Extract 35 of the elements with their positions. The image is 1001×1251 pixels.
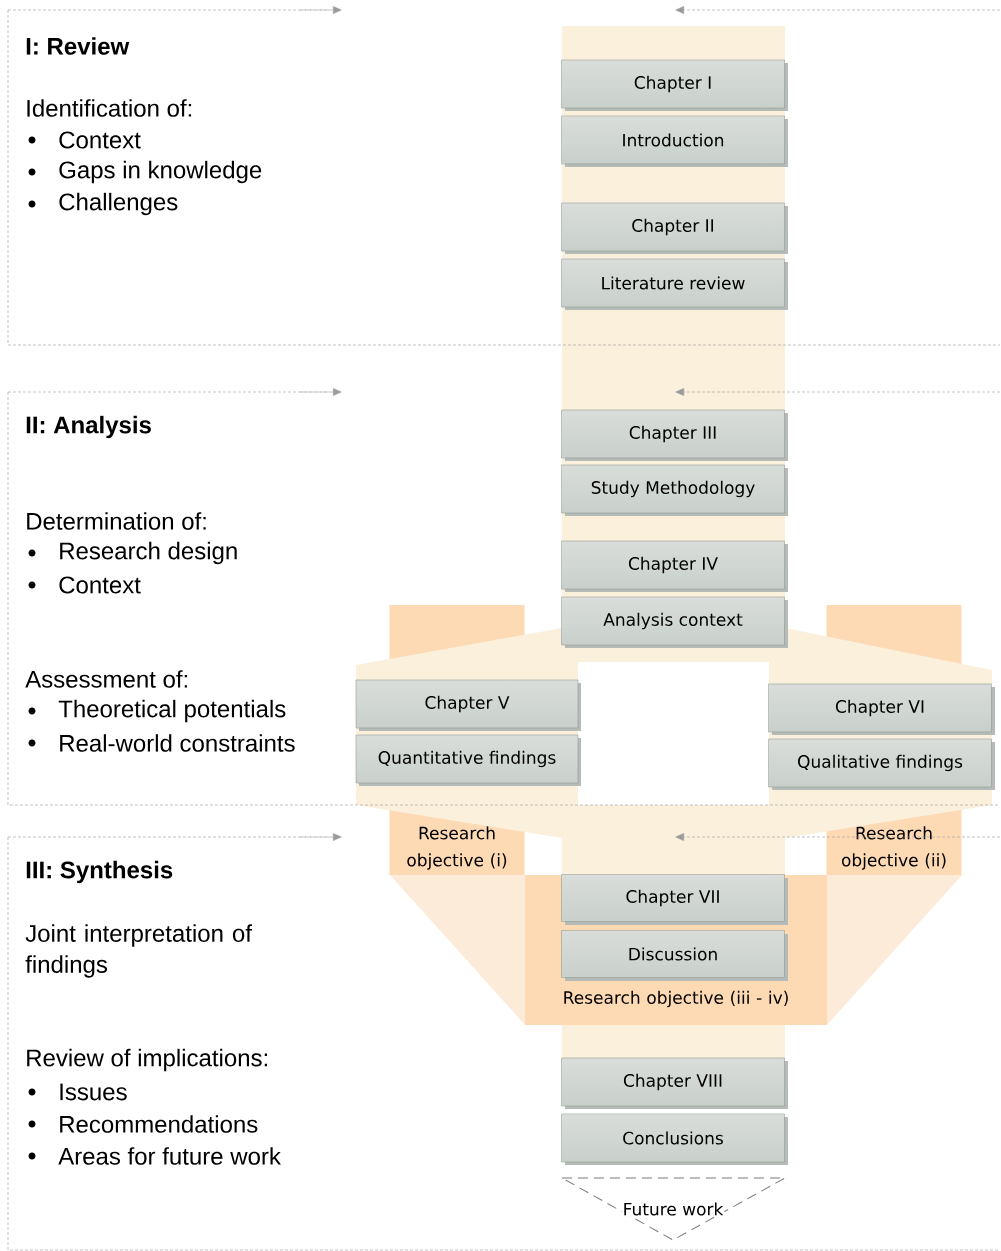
chapter-box: Chapter VII: [561, 874, 788, 925]
panel-title: II: Analysis: [26, 415, 151, 439]
chapter-box: Chapter II: [561, 202, 788, 254]
chapter-box: Chapter I: [561, 59, 788, 111]
list-item: Gaps in knowledge: [59, 160, 262, 184]
list-item: Real-world constraints: [60, 734, 295, 752]
list-item: Theoretical potentials: [58, 699, 286, 723]
chapter-box: Discussion: [561, 930, 788, 981]
list-item: Context: [59, 131, 141, 149]
list-item: Areas for future work: [58, 1147, 281, 1165]
chapter-box: Chapter VIII: [561, 1057, 788, 1109]
panel-text: Assessment of:: [25, 670, 188, 688]
list-item: Research design: [60, 541, 237, 565]
chapter-box: Analysis context: [561, 596, 788, 648]
panel-title: I: Review: [26, 37, 130, 55]
chapter-box: Chapter V: [355, 679, 581, 731]
list-item: Recommendations: [60, 1115, 258, 1133]
panel-text: Identification of:: [27, 99, 192, 117]
panel-text: Determination of:: [27, 512, 206, 530]
panel-text: Review of implications:: [27, 1048, 268, 1072]
chapter-box: Quantitative findings: [355, 734, 581, 786]
chapter-box: Chapter VI: [768, 683, 995, 735]
panel-text: Joint interpretation of findings: [25, 924, 252, 978]
chapter-box: Study Methodology: [561, 464, 788, 516]
list-item: Context: [59, 576, 141, 594]
chapter-box: Introduction: [561, 115, 788, 167]
chapter-box: Qualitative findings: [768, 738, 995, 790]
panel-title: III: Synthesis: [26, 860, 173, 884]
chapter-box: Chapter III: [561, 409, 788, 461]
chapter-box: Chapter IV: [561, 540, 788, 592]
list-item: Challenges: [59, 192, 178, 216]
future-work-triangle: Future work: [561, 1177, 786, 1241]
chapter-box: Literature review: [561, 258, 788, 310]
chapter-box: Conclusions: [561, 1113, 788, 1165]
list-item: Issues: [60, 1083, 127, 1101]
